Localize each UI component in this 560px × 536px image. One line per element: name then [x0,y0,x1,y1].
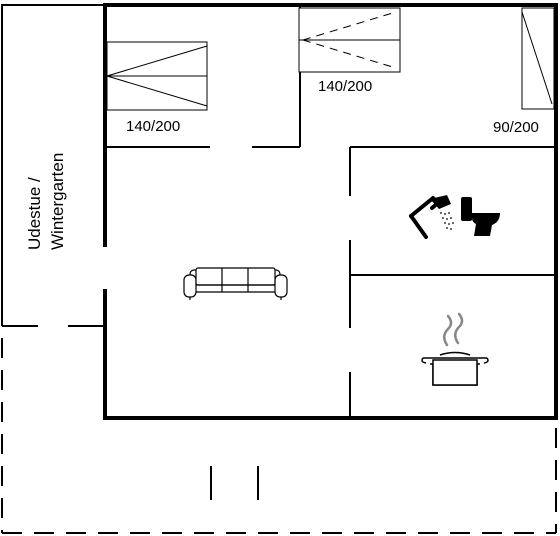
bed-top [298,7,401,73]
sunroom-label: Udestue / Wintergarten [25,153,67,250]
cooking-pot-icon [421,351,489,386]
sunroom-label-line2: Wintergarten [48,153,67,250]
terrace-steps [210,466,259,500]
bed-top-size: 140/200 [318,78,372,95]
steam-icon [443,312,464,347]
bed-right-size: 90/200 [493,119,539,136]
sofa-icon [183,267,288,300]
bed-left [106,41,208,111]
shower-icon [409,195,454,239]
sunroom-walls [1,4,105,327]
terrace-outline [1,338,557,534]
toilet-icon [461,197,500,236]
sunroom-label-line1: Udestue / [25,177,44,250]
bed-right [521,7,555,110]
main-walls [103,3,558,420]
bed-left-size: 140/200 [126,118,180,135]
